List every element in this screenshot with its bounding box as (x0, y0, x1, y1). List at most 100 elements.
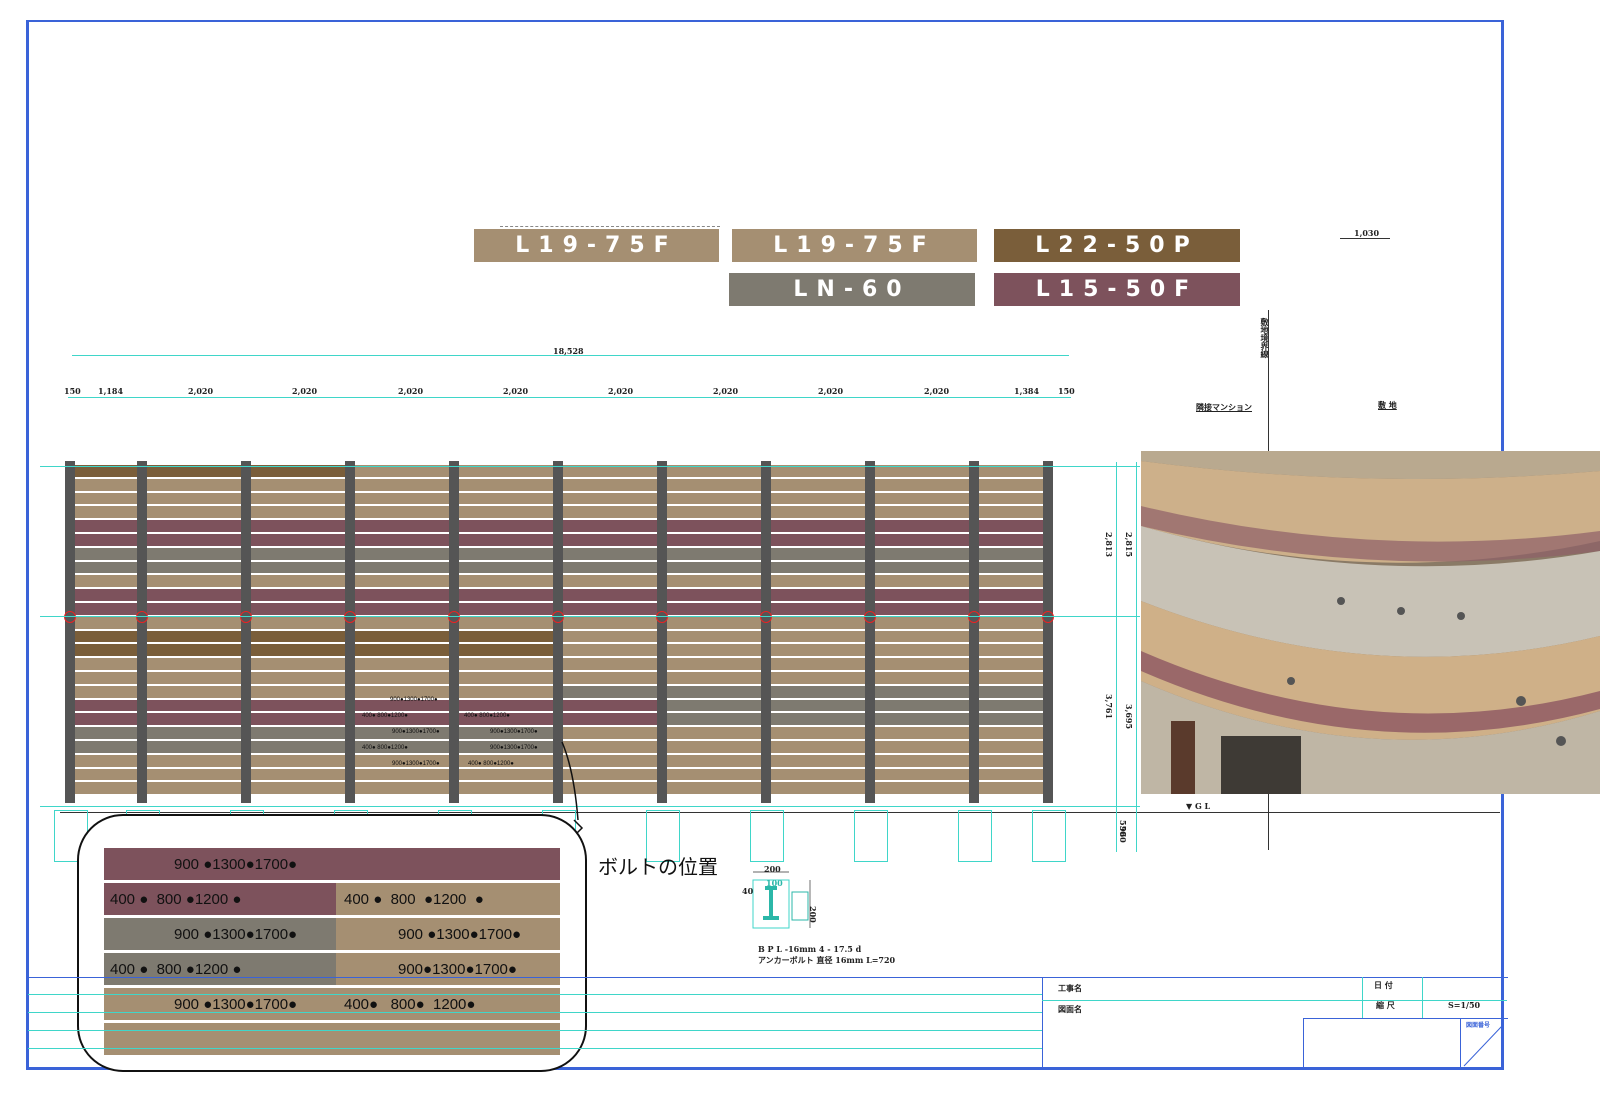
wall-panel (75, 520, 137, 532)
wall-panel (979, 561, 1043, 574)
wall-panel (459, 589, 553, 601)
wall-panel (355, 506, 449, 519)
steel-post (969, 461, 979, 803)
wall-panel (251, 575, 345, 588)
wall-panel (75, 575, 137, 588)
wall-panel (771, 506, 865, 519)
callout-row-right: 900 ●1300●1700● (336, 918, 560, 950)
wall-panel (251, 630, 345, 643)
wall-panel (563, 465, 657, 477)
wall-panel (75, 561, 137, 574)
wall-panel (75, 644, 137, 657)
wall-panel (875, 699, 969, 712)
wall-panel (147, 561, 241, 574)
wall-panel (459, 478, 553, 491)
title-block-line (28, 1030, 1042, 1031)
wall-panel (667, 547, 761, 560)
wall-panel (979, 603, 1043, 615)
legend-l19-75f-a: L19-75F (474, 229, 719, 262)
wall-panel (459, 492, 553, 505)
wall-panel (75, 699, 137, 712)
wall-panel (875, 478, 969, 491)
wall-panel (979, 506, 1043, 519)
title-block-line (1303, 1018, 1508, 1019)
dim-span: 2,020 (713, 386, 739, 396)
wall-panel (75, 685, 137, 698)
joint-marker-circle (968, 611, 980, 623)
wall-panel (563, 589, 657, 601)
wall-panel (979, 547, 1043, 560)
wall-panel (771, 754, 865, 767)
wall-panel (979, 754, 1043, 767)
wall-panel (355, 644, 449, 657)
wall-panel (979, 685, 1043, 698)
wall-panel (875, 768, 969, 781)
wall-panel (979, 478, 1043, 491)
joint-marker-circle (448, 611, 460, 623)
wall-panel (771, 561, 865, 574)
wall-panel (147, 672, 241, 684)
wall-panel (563, 534, 657, 546)
wall-panel (667, 575, 761, 588)
joint-marker-circle (552, 611, 564, 623)
wall-panel (875, 561, 969, 574)
dim-span: 150 (64, 386, 81, 396)
wall-panel (979, 699, 1043, 712)
vertical-dim-line (1136, 462, 1137, 852)
callout-row-left: 400 ● 800 ●1200 ● (104, 883, 336, 915)
wall-panel (875, 589, 969, 601)
wall-panel (75, 506, 137, 519)
bolt-position-label: ボルトの位置 (598, 855, 718, 879)
wall-panel (355, 561, 449, 574)
wall-panel (563, 782, 657, 795)
wall-panel (459, 630, 553, 643)
misc-dim-line (1340, 238, 1390, 239)
wall-panel (355, 478, 449, 491)
steel-post (345, 461, 355, 803)
steel-post (865, 461, 875, 803)
wall-panel (979, 534, 1043, 546)
wall-panel (75, 768, 137, 781)
wall-elevation: 900●1300●1700●400● 800●1200●900●1300●170… (64, 461, 1070, 805)
wall-panel (875, 603, 969, 615)
callout-row-left: 400 ● 800 ●1200 ● (104, 953, 336, 985)
small-bolt-label: 400● 800●1200● (362, 745, 408, 751)
wall-panel (355, 589, 449, 601)
wall-panel (459, 465, 553, 477)
wall-panel (459, 561, 553, 574)
wall-panel (563, 713, 657, 726)
wall-panel (563, 561, 657, 574)
dim-span: 2,020 (292, 386, 318, 396)
title-block-line (1042, 1000, 1507, 1001)
wall-panel (251, 492, 345, 505)
wall-panel (563, 616, 657, 629)
wall-panel (355, 575, 449, 588)
wall-panel (251, 547, 345, 560)
dim-span: 2,020 (924, 386, 950, 396)
dim-vertical: 3,761 (1104, 694, 1114, 720)
callout-row-left: 900 ●1300●1700● (104, 988, 336, 1020)
wall-panel (771, 547, 865, 560)
wall-panel (875, 782, 969, 795)
small-bolt-label: 400● 800●1200● (362, 713, 408, 719)
wall-panel (147, 506, 241, 519)
wall-panel (875, 727, 969, 739)
guide-line (40, 616, 1140, 617)
wall-panel (147, 547, 241, 560)
wall-panel (875, 685, 969, 698)
steel-post (241, 461, 251, 803)
wall-panel (355, 492, 449, 505)
wall-panel (771, 768, 865, 781)
dim-span: 1,384 (1014, 386, 1040, 396)
title-block-line (1042, 977, 1043, 1070)
site-label: 敷 地 (1378, 400, 1397, 410)
wall-panel (771, 478, 865, 491)
wall-panel (355, 616, 449, 629)
wall-panel (771, 520, 865, 532)
wall-panel (667, 465, 761, 477)
wall-panel (147, 616, 241, 629)
steel-post (1043, 461, 1053, 803)
wall-panel (563, 478, 657, 491)
wall-panel (147, 465, 241, 477)
callout-row-right: 900●1300●1700● (336, 953, 560, 985)
